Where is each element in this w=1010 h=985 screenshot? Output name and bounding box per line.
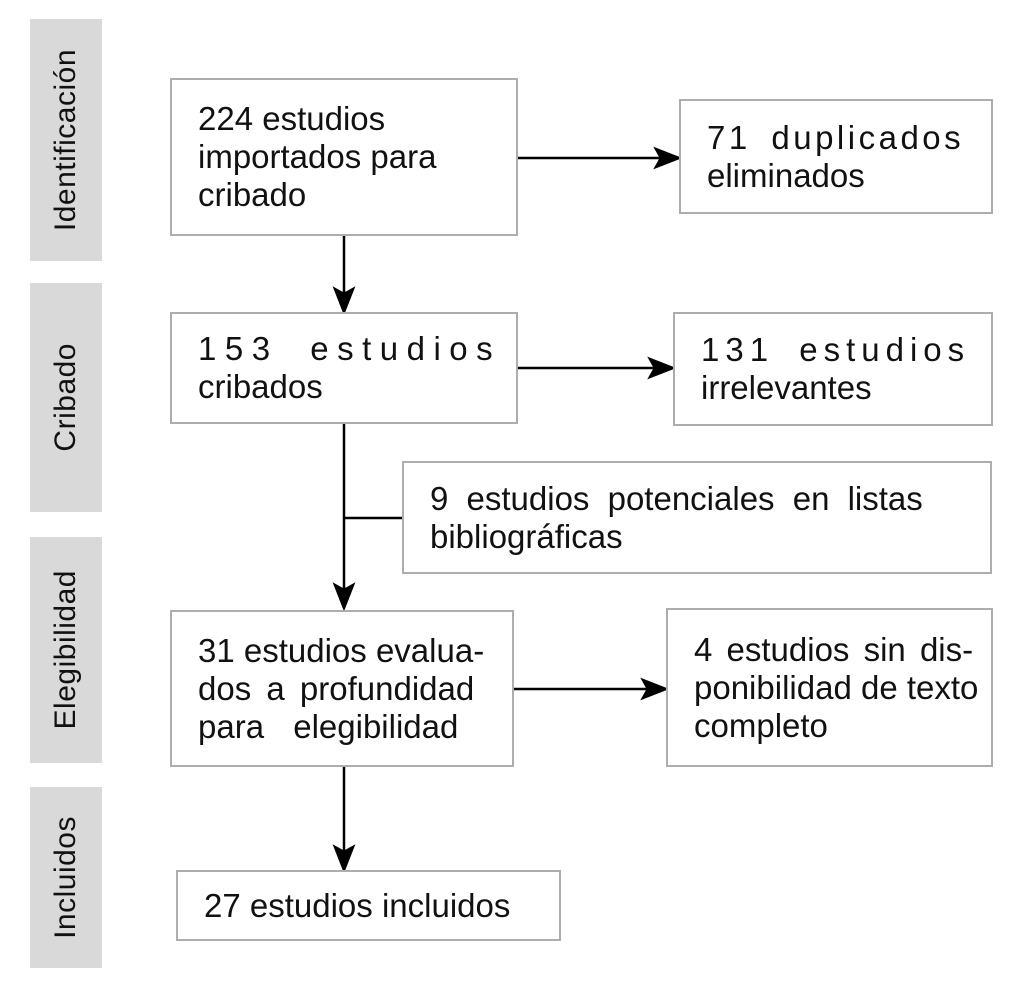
box-duplicates-removed: 71 duplicados eliminados <box>679 99 993 214</box>
box-reference-lists-line-2: bibliográficas <box>430 517 623 555</box>
stage-label-incluidos: Incluidos <box>30 787 102 968</box>
box-assessed-line-3: para elegibilidad <box>198 707 459 745</box>
arrow-imported-to-duplicates-icon <box>518 146 683 170</box>
box-included-line-1: 27 estudios incluidos <box>204 886 511 924</box>
stage-label-cribado: Cribado <box>30 283 102 512</box>
arrow-screened-to-assessed-icon <box>332 424 356 612</box>
arrow-screened-to-irrelevant-icon <box>518 356 677 380</box>
box-assessed-eligibility: 31 estudios evalua- dos a profundidad pa… <box>170 610 514 767</box>
box-studies-included: 27 estudios incluidos <box>176 870 561 941</box>
stage-label-incluidos-text: Incluidos <box>49 816 82 939</box>
box-assessed-line-2: dos a profundidad <box>198 669 475 707</box>
box-assessed-line-1: 31 estudios evalua- <box>198 631 485 669</box>
box-imported-line-2: importados para <box>198 138 437 175</box>
stage-label-identificacion: Identificación <box>30 19 102 261</box>
arrow-imported-to-screened-icon <box>332 236 356 316</box>
box-duplicates-line-2: eliminados <box>707 156 865 194</box>
box-reference-lists-studies: 9 estudios potenciales en listas bibliog… <box>402 461 992 574</box>
box-imported-studies: 224 estudios importados para cribado <box>170 78 518 236</box>
box-imported-line-1: 224 estudios <box>198 100 386 137</box>
arrow-assessed-to-included-icon <box>332 767 356 874</box>
box-no-fulltext-line-2: ponibilidad de texto <box>694 668 979 706</box>
box-irrelevant-line-1: 131 estudios <box>701 331 971 368</box>
box-no-fulltext: 4 estudios sin dis- ponibilidad de texto… <box>666 608 993 767</box>
box-duplicates-line-1: 71 duplicados <box>707 118 965 156</box>
box-no-fulltext-line-1: 4 estudios sin dis- <box>694 630 974 668</box>
box-studies-screened: 153 estudios cribados <box>170 312 518 424</box>
box-no-fulltext-line-3: completo <box>694 706 828 744</box>
stage-label-elegibilidad-text: Elegibilidad <box>49 570 82 730</box>
stage-label-elegibilidad: Elegibilidad <box>30 537 102 763</box>
box-irrelevant-studies: 131 estudios irrelevantes <box>673 312 993 426</box>
stage-label-cribado-text: Cribado <box>49 343 82 452</box>
box-screened-line-2: cribados <box>198 368 323 405</box>
box-irrelevant-line-2: irrelevantes <box>701 369 872 406</box>
box-screened-line-1: 153 estudios <box>198 330 502 367</box>
arrow-assessed-to-no-fulltext-icon <box>514 677 670 701</box>
box-reference-lists-line-1: 9 estudios potenciales en listas <box>430 479 923 517</box>
stage-label-identificacion-text: Identificación <box>49 48 82 232</box>
box-imported-line-3: cribado <box>198 176 307 213</box>
